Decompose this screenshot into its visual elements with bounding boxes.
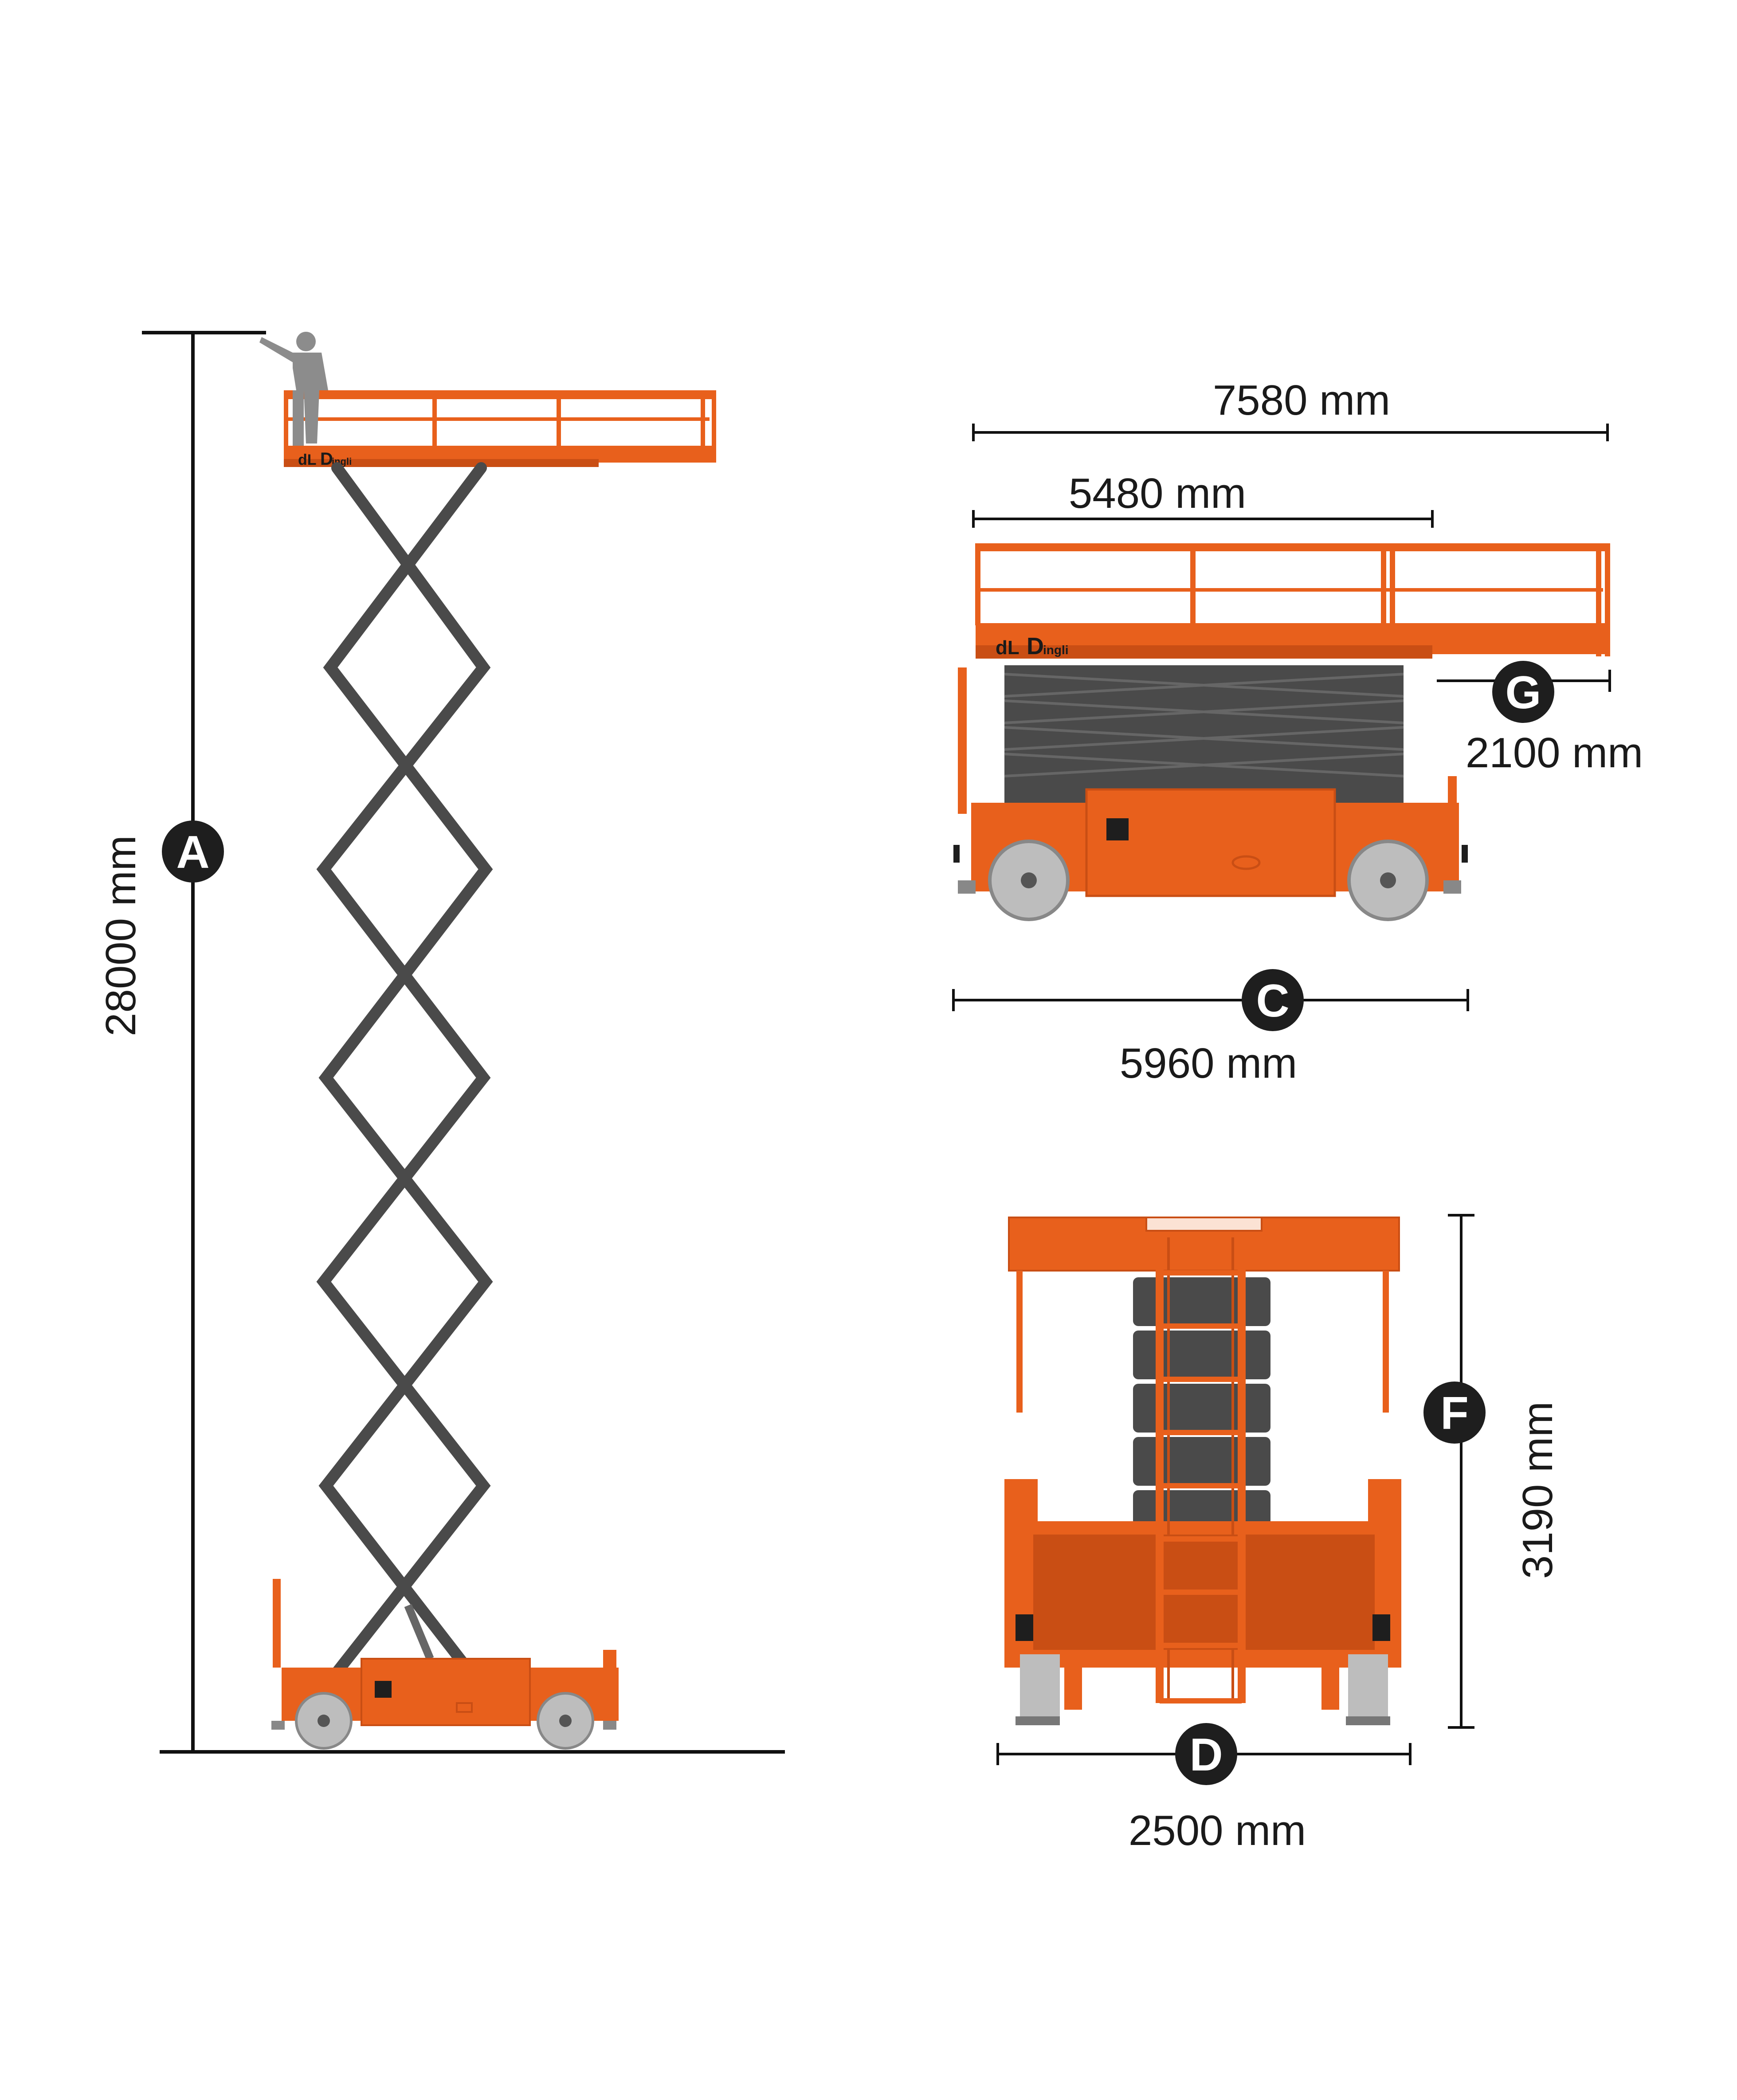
svg-text:dL: dL (298, 451, 317, 468)
svg-text:A: A (176, 827, 209, 878)
svg-text:D: D (320, 449, 333, 469)
wheel-icon (1347, 840, 1429, 921)
dimension-c-label: 5960 mm (1120, 1040, 1297, 1087)
stowed-scissor-stack (1004, 665, 1404, 803)
dimension-a-badge: A (162, 820, 224, 883)
platform-length-label: 5480 mm (1069, 470, 1246, 517)
stowed-side-view: 7580 mm 5480 mm dL D ingli (952, 377, 1643, 1087)
dimension-d-label: 2500 mm (1129, 1807, 1306, 1854)
person-silhouette-icon (259, 332, 328, 446)
wheel-icon (988, 840, 1070, 921)
dimension-g-label: 2100 mm (1466, 729, 1643, 777)
svg-text:dL: dL (996, 637, 1019, 659)
ladder-icon (1156, 1237, 1246, 1704)
svg-text:C: C (1256, 975, 1289, 1027)
top-length-label: 7580 mm (1213, 377, 1390, 424)
dimension-a-label: 28000 mm (97, 835, 145, 1036)
dimension-c-badge: C (1242, 969, 1304, 1031)
dimension-f-label: 3190 mm (1514, 1401, 1561, 1579)
svg-text:ingli: ingli (1043, 643, 1069, 657)
front-view: F 3190 mm D 2500 mm (996, 1214, 1561, 1854)
stowed-platform (975, 543, 1610, 659)
dimension-d-badge: D (1175, 1723, 1237, 1785)
wheel-icon (295, 1692, 353, 1750)
svg-text:D: D (1027, 633, 1044, 659)
dimension-f-badge: F (1423, 1382, 1486, 1444)
svg-text:G: G (1506, 667, 1541, 718)
extended-platform (284, 390, 716, 467)
extended-scissor-stack (316, 462, 493, 1678)
svg-text:F: F (1440, 1388, 1469, 1439)
extended-side-view: A 28000 mm dL D ingli (97, 331, 785, 1754)
wheel-icon (537, 1692, 594, 1750)
hydraulic-ram (404, 1604, 434, 1660)
dimension-g-badge: G (1492, 661, 1554, 723)
logo: dL D ingli (996, 633, 1069, 659)
svg-text:D: D (1189, 1729, 1223, 1781)
